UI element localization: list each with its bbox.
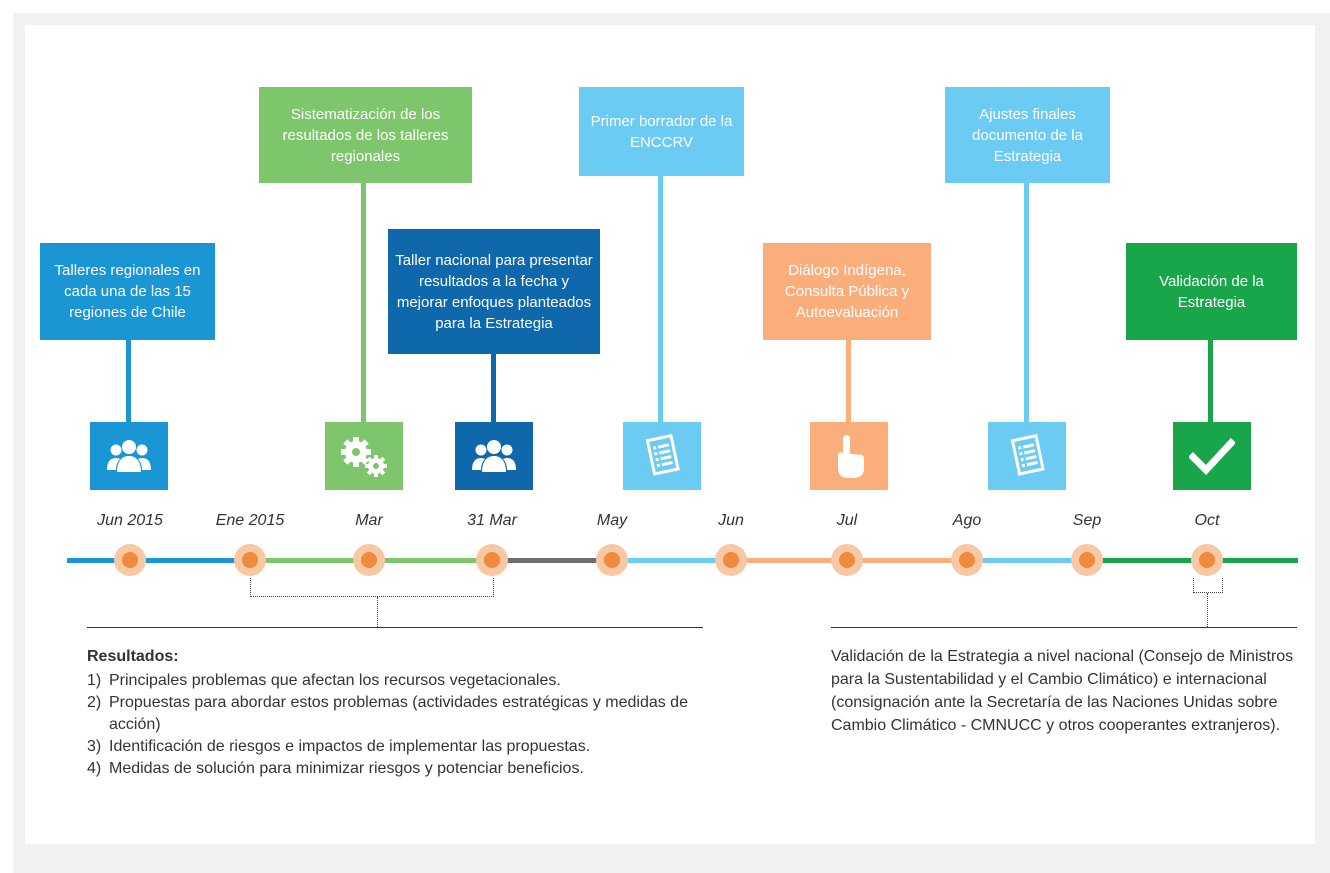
document-list-icon <box>988 422 1066 490</box>
timeline-marker <box>715 544 747 576</box>
card-text: Validación de la Estrategia <box>1159 272 1264 311</box>
list-item: 1) Principales problemas que afectan los … <box>87 670 727 692</box>
people-group-icon <box>90 422 168 490</box>
checkmark-icon <box>1173 422 1251 490</box>
card-text: Ajustes finales documento de la Estrateg… <box>972 105 1083 165</box>
list-item-number: 1) <box>87 672 102 689</box>
list-item: 3) Identificación de riesgos e impactos d… <box>87 736 727 758</box>
card-talleres-regionales: Talleres regionales en cada una de las 1… <box>40 243 215 340</box>
timeline-date-label: Jun <box>718 512 744 529</box>
timeline-marker <box>831 544 863 576</box>
card-dialogo-indigena: Diálogo Indígena, Consulta Pública y Aut… <box>763 243 931 340</box>
timeline-marker <box>1191 544 1223 576</box>
timeline-date-label: Mar <box>355 512 383 529</box>
timeline-segment-gray <box>492 558 612 563</box>
gears-icon <box>325 422 403 490</box>
timeline-date-label: Oct <box>1194 512 1220 529</box>
stem-connector <box>846 340 851 423</box>
results-divider <box>87 627 703 628</box>
hand-pointer-icon <box>810 422 888 490</box>
validation-bracket <box>1193 578 1223 593</box>
list-item-number: 2) <box>87 694 102 711</box>
list-item-number: 3) <box>87 738 102 755</box>
card-ajustes-finales: Ajustes finales documento de la Estrateg… <box>945 87 1110 183</box>
validation-description: Validación de la Estrategia a nivel naci… <box>831 648 1294 734</box>
timeline-segment-light-blue <box>612 558 731 563</box>
results-title: Resultados: <box>87 648 179 665</box>
timeline-date-label: Ene 2015 <box>215 512 285 529</box>
timeline-date-label: May <box>596 512 628 529</box>
timeline-marker <box>114 544 146 576</box>
timeline-marker <box>234 544 266 576</box>
list-item-number: 4) <box>87 760 102 777</box>
results-block: Resultados: 1) Principales problemas que … <box>87 648 727 780</box>
list-item: 2) Propuestas para abordar estos problema… <box>87 692 727 736</box>
card-text: Taller nacional para presentar resultado… <box>395 251 593 332</box>
card-text: Primer borrador de la ENCCRV <box>590 112 733 151</box>
timeline-marker <box>596 544 628 576</box>
card-text: Diálogo Indígena, Consulta Pública y Aut… <box>784 262 910 321</box>
validation-divider <box>831 627 1297 628</box>
timeline-marker <box>1071 544 1103 576</box>
document-list-icon <box>623 422 701 490</box>
card-primer-borrador: Primer borrador de la ENCCRV <box>579 87 744 176</box>
results-list: 1) Principales problemas que afectan los … <box>87 670 727 780</box>
timeline-marker <box>353 544 385 576</box>
results-bracket <box>250 578 494 597</box>
timeline-segment-blue <box>67 558 250 563</box>
stem-connector <box>126 340 131 423</box>
timeline-marker <box>951 544 983 576</box>
timeline-date-label: Sep <box>1072 512 1102 529</box>
timeline-date-label: Jun 2015 <box>97 512 163 529</box>
list-item-text: Principales problemas que afectan los re… <box>109 672 561 689</box>
timeline-date-label: 31 Mar <box>467 512 517 529</box>
card-sistematizacion: Sistematización de los resultados de los… <box>259 87 472 183</box>
card-taller-nacional: Taller nacional para presentar resultado… <box>388 229 600 354</box>
list-item: 4) Medidas de solución para minimizar rie… <box>87 758 727 780</box>
validation-bracket-stem <box>1207 593 1208 627</box>
card-validacion: Validación de la Estrategia <box>1126 243 1297 340</box>
stem-connector <box>361 183 366 423</box>
people-group-icon <box>455 422 533 490</box>
stem-connector <box>1208 340 1213 423</box>
stem-connector <box>491 354 496 423</box>
stem-connector <box>658 176 663 423</box>
timeline-marker <box>476 544 508 576</box>
list-item-text: Identificación de riesgos e impactos de … <box>109 738 591 755</box>
stem-connector <box>1024 183 1029 423</box>
timeline-date-label: Ago <box>952 512 982 529</box>
list-item-text: Medidas de solución para minimizar riesg… <box>109 760 584 777</box>
card-text: Talleres regionales en cada una de las 1… <box>54 262 201 321</box>
card-text: Sistematización de los resultados de los… <box>282 105 449 165</box>
timeline-segment-light-blue <box>967 558 1087 563</box>
results-bracket-stem <box>377 597 378 627</box>
timeline-date-label: Jul <box>836 512 858 529</box>
list-item-text: Propuestas para abordar estos problemas … <box>109 694 688 733</box>
